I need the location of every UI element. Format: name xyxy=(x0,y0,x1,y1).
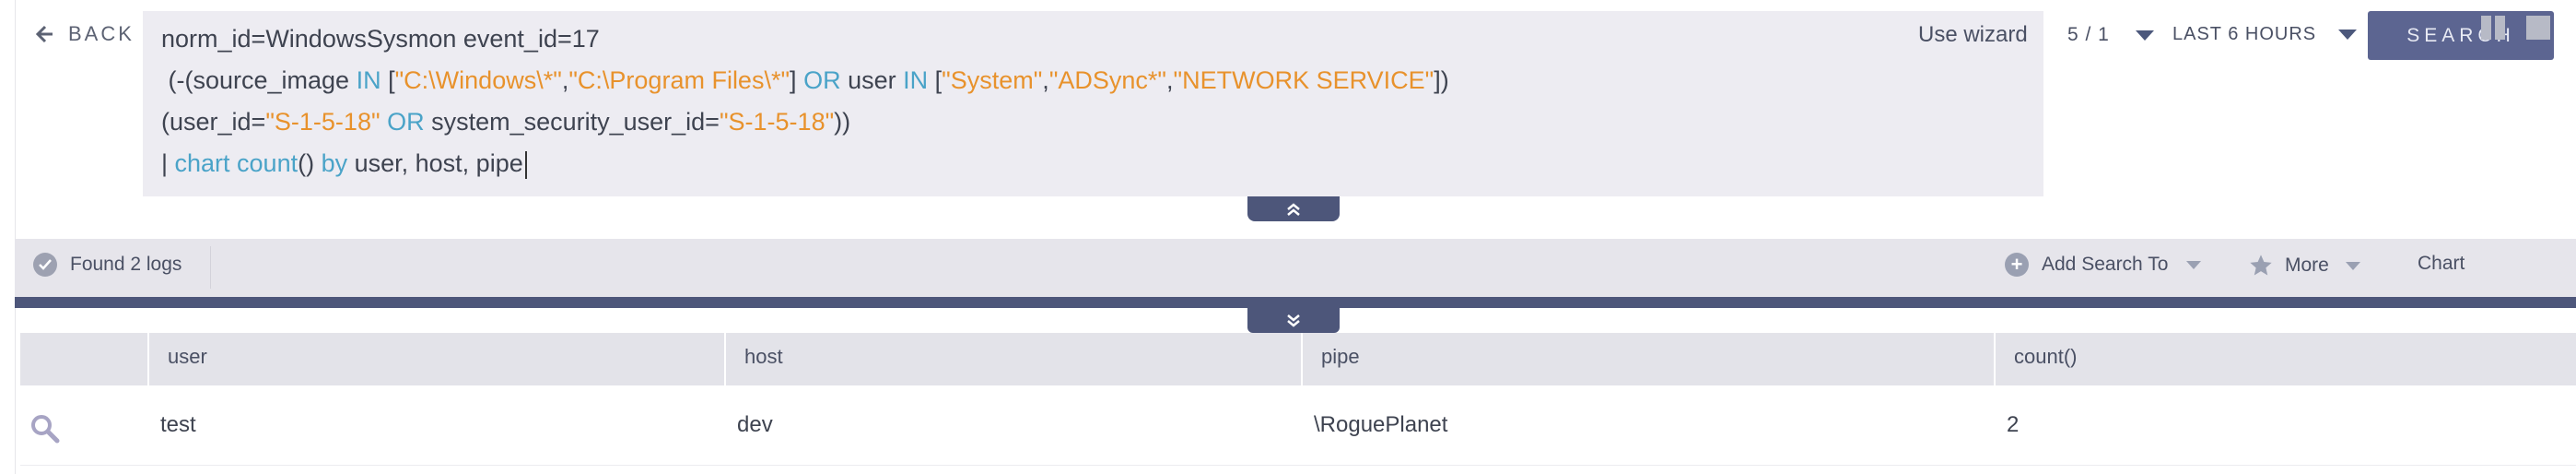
query-line-3: (user_id="S-1-5-18" OR system_security_u… xyxy=(161,108,851,136)
pager-dropdown[interactable]: 5 / 1 xyxy=(2067,24,2154,46)
query-line-4: | chart count() by user, host, pipe xyxy=(161,143,2025,184)
back-button[interactable]: BACK xyxy=(35,22,135,46)
column-header-host[interactable]: host xyxy=(724,333,1301,385)
chevron-down-icon xyxy=(2338,30,2358,40)
pager-value: 5 / 1 xyxy=(2067,24,2110,45)
toolbar-divider xyxy=(210,246,211,289)
more-label: More xyxy=(2285,255,2329,276)
chart-button[interactable]: Chart xyxy=(2418,253,2465,274)
table-header: user host pipe count() xyxy=(20,333,2576,385)
use-wizard-link[interactable]: Use wizard xyxy=(1918,22,2028,47)
left-edge xyxy=(0,0,16,474)
query-line-1: norm_id=WindowsSysmon event_id=17 xyxy=(161,25,600,53)
add-search-to-button[interactable]: + Add Search To xyxy=(2005,253,2202,277)
results-toolbar: Found 2 logs + Add Search To More Chart xyxy=(15,239,2576,297)
query-line-2: (-(source_image IN ["C:\Windows\*","C:\P… xyxy=(161,66,1449,94)
cell-pipe: \RoguePlanet xyxy=(1314,412,1448,437)
found-logs-status: Found 2 logs xyxy=(33,253,181,277)
collapse-query-button[interactable] xyxy=(1247,196,1340,221)
expand-results-button[interactable] xyxy=(1247,308,1340,333)
cell-count: 2 xyxy=(2007,412,2020,437)
panel-divider[interactable] xyxy=(15,297,2576,308)
column-header-pipe[interactable]: pipe xyxy=(1301,333,1994,385)
search-icon[interactable] xyxy=(29,413,61,444)
more-button[interactable]: More xyxy=(2248,253,2360,278)
cell-host: dev xyxy=(737,412,773,437)
chevron-down-icon xyxy=(2135,30,2154,41)
column-header-actions xyxy=(20,333,147,385)
chevron-down-icon xyxy=(2345,261,2360,270)
double-chevron-down-icon xyxy=(1287,314,1300,327)
star-icon xyxy=(2250,255,2272,276)
text-caret xyxy=(524,150,527,179)
column-header-count[interactable]: count() xyxy=(1994,333,2576,385)
add-search-to-label: Add Search To xyxy=(2042,254,2169,275)
chevron-down-icon xyxy=(2186,260,2202,269)
plus-circle-icon: + xyxy=(2005,253,2029,277)
back-label: BACK xyxy=(68,22,135,45)
single-view-icon[interactable] xyxy=(2526,16,2550,40)
time-range-dropdown[interactable]: LAST 6 HOURS xyxy=(2172,24,2358,45)
column-header-user[interactable]: user xyxy=(147,333,724,385)
cell-user: test xyxy=(160,412,196,437)
arrow-left-icon xyxy=(35,25,53,43)
query-editor[interactable]: norm_id=WindowsSysmon event_id=17 (-(sou… xyxy=(143,11,2043,196)
search-button[interactable]: SEARCH xyxy=(2368,11,2554,60)
double-chevron-up-icon xyxy=(1287,202,1300,216)
found-logs-label: Found 2 logs xyxy=(70,254,182,275)
time-range-value: LAST 6 HOURS xyxy=(2172,24,2317,44)
split-view-icon[interactable] xyxy=(2481,16,2505,40)
table-row: test dev \RoguePlanet 2 xyxy=(20,385,2576,466)
check-circle-icon xyxy=(33,253,57,277)
